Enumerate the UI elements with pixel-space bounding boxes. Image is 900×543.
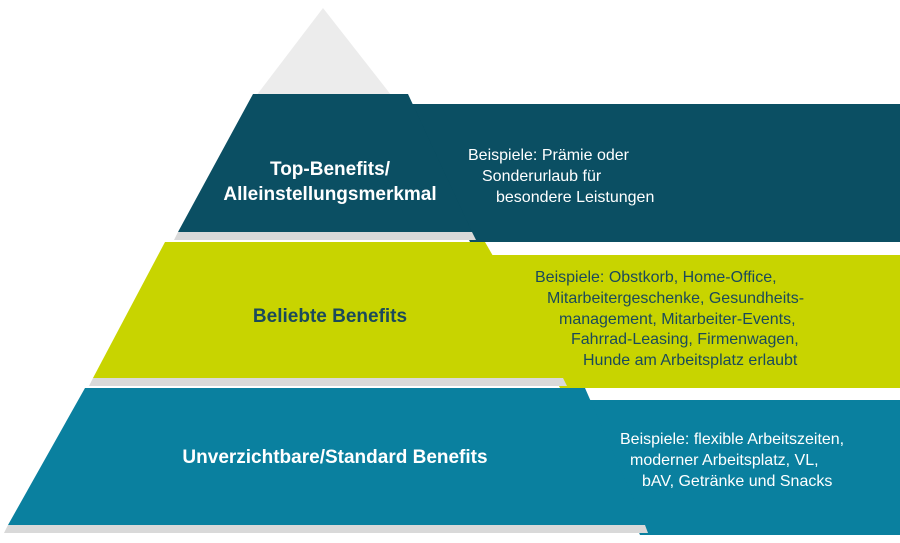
top-band-background — [408, 104, 900, 242]
bottom-tier-title: Unverzichtbare/Standard Benefits — [110, 446, 560, 471]
bottom-example-line-2: moderner Arbeitsplatz, VL, — [630, 451, 819, 469]
middle-tier-shadow — [89, 378, 567, 386]
top-tier-examples: Beispiele: Prämie oder Sonderurlaub für … — [468, 146, 654, 208]
middle-example-line-2: Mitarbeitergeschenke, Gesundheits- — [547, 289, 805, 307]
middle-example-line-1: Beispiele: Obstkorb, Home-Office, — [535, 269, 777, 286]
bottom-band-background — [585, 400, 900, 535]
middle-band-background — [490, 255, 900, 388]
bottom-tier-title-line-1: Unverzichtbare/Standard Benefits — [182, 447, 488, 468]
middle-tier-title-line-1: Beliebte Benefits — [252, 306, 408, 327]
pyramid-apex — [253, 8, 395, 100]
top-example-line-3: besondere Leistungen — [496, 188, 655, 206]
top-tier-title-line-2: Alleinstellungsmerkmal — [223, 183, 437, 205]
middle-example-line-5: Hunde am Arbeitsplatz erlaubt — [583, 352, 798, 370]
bottom-tier-shadow — [4, 525, 648, 533]
middle-tier-shape — [93, 242, 563, 378]
top-tier-shape — [178, 94, 472, 232]
middle-tier-title: Beliebte Benefits — [180, 305, 480, 330]
top-example-line-2: Sonderurlaub für — [482, 167, 602, 185]
top-tier-title: Top-Benefits/ Alleinstellungsmerkmal — [180, 158, 480, 207]
top-tier-shadow — [174, 232, 476, 240]
bottom-tier-examples: Beispiele: flexible Arbeitszeiten, moder… — [620, 430, 844, 492]
top-example-line-1: Beispiele: Prämie oder — [468, 147, 629, 164]
bottom-example-line-1: Beispiele: flexible Arbeitszeiten, — [620, 431, 845, 448]
middle-example-line-4: Fahrrad-Leasing, Firmenwagen, — [571, 331, 799, 349]
bottom-tier-shape — [8, 388, 645, 525]
middle-example-line-3: management, Mitarbeiter-Events, — [559, 310, 796, 328]
bottom-example-line-3: bAV, Getränke und Snacks — [642, 472, 833, 490]
top-tier-title-line-1: Top-Benefits/ — [270, 159, 390, 180]
middle-tier-examples: Beispiele: Obstkorb, Home-Office, Mitarb… — [535, 268, 804, 372]
